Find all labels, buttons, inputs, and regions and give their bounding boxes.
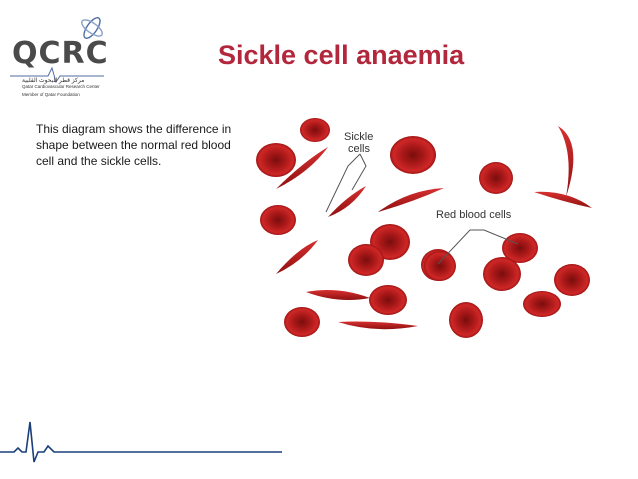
sickle-cell	[378, 188, 444, 212]
rbc-pointer-line	[437, 229, 519, 265]
logo-arabic-text: مركز قطر للبحوث القلبية	[22, 78, 85, 84]
red-blood-cell	[449, 302, 483, 338]
logo-pulse-line	[10, 66, 104, 84]
logo-member-text: Member of Qatar Foundation	[22, 92, 80, 97]
sickle-cell	[534, 191, 592, 208]
sickle-pointer-line	[325, 153, 361, 213]
sickle-pointer-line	[351, 153, 367, 191]
red-blood-cell	[523, 291, 561, 317]
red-blood-cell	[284, 307, 320, 337]
red-blood-cell	[260, 205, 296, 235]
sickle-cell	[328, 186, 366, 217]
red-blood-cell	[424, 251, 456, 281]
red-blood-cell	[369, 285, 407, 315]
atom-icon	[81, 17, 103, 39]
red-blood-cell	[348, 244, 384, 276]
sickle-cell	[558, 126, 574, 197]
logo-english-text: Qatar Cardiovascular Research Center	[22, 84, 100, 89]
red-blood-cell	[479, 162, 513, 194]
slide-title: Sickle cell anaemia	[218, 40, 465, 70]
ecg-line	[0, 421, 282, 463]
sickle-cell	[276, 240, 318, 274]
sickle-cell	[338, 321, 418, 330]
red-blood-cell	[390, 136, 436, 174]
label-red-blood-cells: Red blood cells	[436, 209, 512, 221]
label-sickle-cells: cells	[348, 143, 371, 155]
red-blood-cell	[483, 257, 521, 291]
qcrc-logo: QCRC مركز قطر للبحوث القلبية Qatar Cardi…	[8, 6, 109, 97]
slide-caption: This diagram shows the difference in sha…	[36, 122, 232, 168]
red-blood-cell	[300, 118, 330, 142]
red-blood-cell	[502, 233, 538, 263]
red-blood-cell	[256, 143, 296, 177]
sickle-cell	[276, 147, 328, 189]
sickle-cell	[306, 290, 370, 300]
red-blood-cell	[554, 264, 590, 296]
label-sickle: Sickle	[344, 131, 373, 143]
logo-wordmark: QCRC	[12, 36, 109, 71]
blood-cells-diagram: Sickle cells Red blood cells	[256, 118, 592, 338]
